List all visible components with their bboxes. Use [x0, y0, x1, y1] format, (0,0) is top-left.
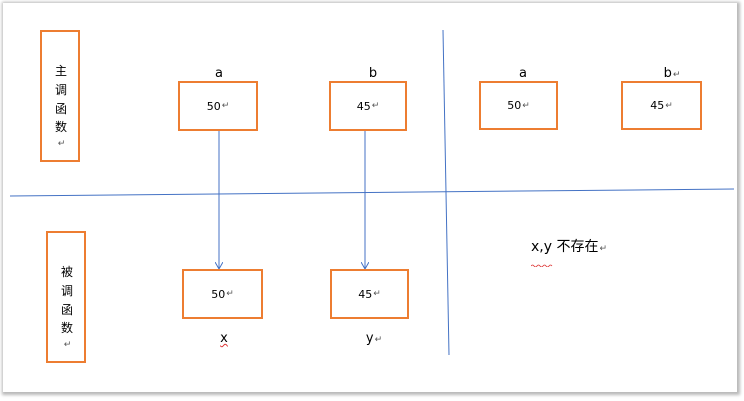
- paragraph-mark: ↵: [226, 289, 234, 299]
- caller-label-box: 主 调 函 数↵: [40, 30, 80, 162]
- paragraph-mark: ↵: [665, 100, 673, 111]
- page-frame: [3, 3, 737, 392]
- caller-a-value: 50: [206, 99, 221, 113]
- callee-y-value: 45: [358, 287, 373, 301]
- caller-label-char: 函: [54, 102, 67, 116]
- callee-label-char: 数↵: [60, 321, 73, 350]
- caller-label-char: 数↵: [54, 120, 67, 149]
- caller-b-box: 45↵: [329, 81, 407, 131]
- caller-b-value: 45: [356, 99, 371, 113]
- horizontal-divider-line: [9, 188, 735, 197]
- caller-a-box: 50↵: [178, 81, 258, 131]
- paragraph-mark: ↵: [599, 244, 608, 254]
- callee-label-char: 被: [60, 265, 73, 279]
- paragraph-mark: ↵: [371, 101, 380, 111]
- caller-b-label-right: b↵: [663, 66, 681, 81]
- caller-b-box-right: 45↵: [621, 81, 702, 130]
- paragraph-mark: ↵: [221, 101, 230, 111]
- caller-a-value-right: 50: [507, 99, 522, 112]
- caller-b-value-right: 45: [650, 99, 665, 112]
- caller-a-box-right: 50↵: [479, 81, 558, 130]
- callee-x-box: 50↵: [182, 269, 263, 319]
- spellcheck-squiggle: [530, 252, 553, 268]
- vertical-divider-line: [442, 29, 450, 356]
- callee-label-box: 被 调 函 数↵: [46, 231, 86, 363]
- callee-x-value: 50: [211, 287, 226, 301]
- caller-label-char: 主: [54, 64, 67, 78]
- callee-y-label: y↵: [365, 331, 383, 346]
- nonexistent-note-text: x,y 不存在: [531, 239, 599, 255]
- caller-a-label: a: [215, 66, 223, 81]
- nonexistent-note: x,y 不存在↵: [531, 236, 607, 256]
- caller-label-char: 调: [54, 83, 67, 97]
- caller-a-label-right: a: [519, 66, 527, 81]
- caller-b-label: b: [368, 66, 378, 81]
- callee-label-char: 调: [60, 284, 73, 298]
- callee-label-char: 函: [60, 303, 73, 317]
- paragraph-mark: ↵: [522, 100, 530, 111]
- paragraph-mark: ↵: [373, 289, 381, 299]
- callee-x-label: x: [220, 331, 228, 346]
- callee-y-box: 45↵: [330, 269, 409, 319]
